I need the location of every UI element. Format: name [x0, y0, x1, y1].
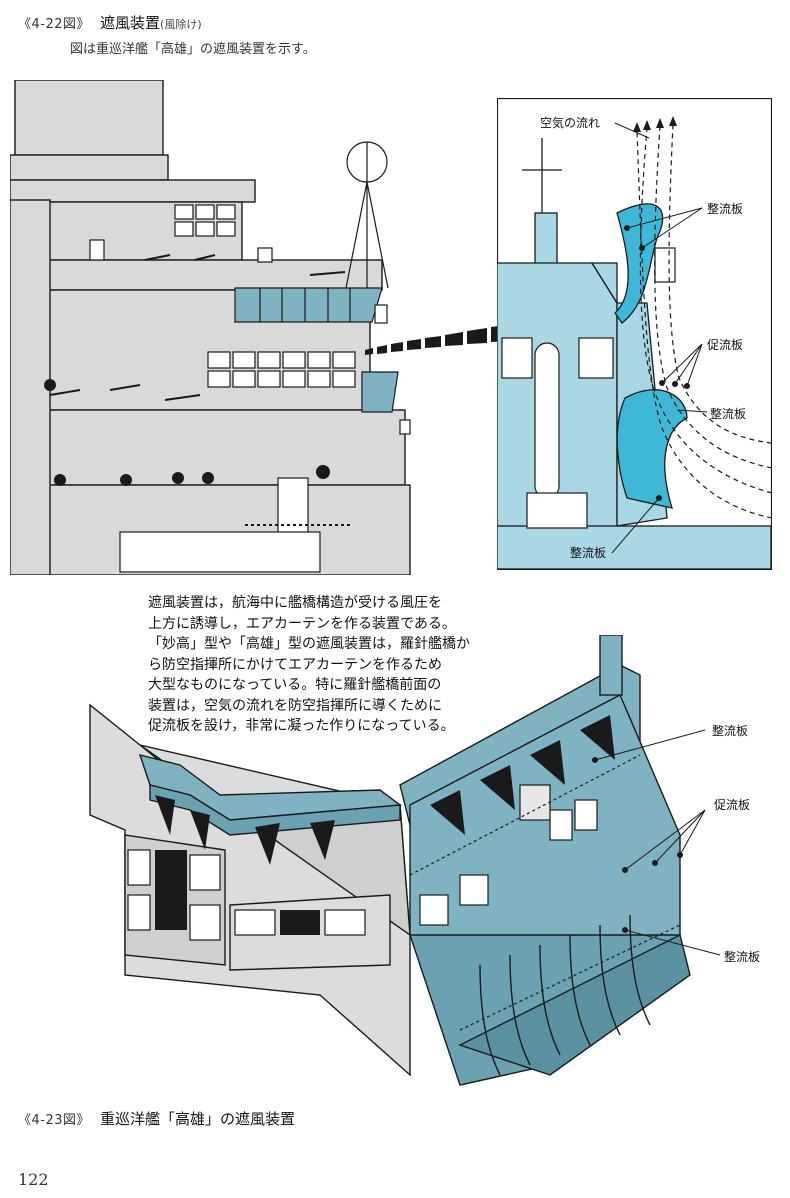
figure-caption-4-22: 《4-22図》 遮風装置 (風除け) [18, 12, 202, 33]
label-rectifier-bottom-lower: 整流板 [724, 950, 761, 964]
figure-number-2: 《4-23図》 [18, 1113, 91, 1128]
label-accelerator: 促流板 [707, 338, 744, 352]
body-paragraph: 遮風装置は，航海中に艦橋構造が受ける風圧を 上方に誘導し，エアカーテンを作る装置… [148, 595, 470, 734]
figure-number: 《4-22図》 [18, 17, 91, 32]
figure-title-note: (風除け) [160, 18, 202, 31]
figure-caption-4-23: 《4-23図》 重巡洋艦「高雄」の遮風装置 [18, 1108, 295, 1129]
figure-title: 遮風装置 [100, 14, 161, 32]
bridge-side-elevation [10, 80, 411, 575]
label-rectifier-lower: 整流板 [710, 407, 747, 421]
figure-title-2: 重巡洋艦「高雄」の遮風装置 [100, 1110, 296, 1128]
page-number: 122 [18, 1170, 49, 1189]
bridge-isometric-view [89, 635, 721, 1086]
label-air-flow: 空気の流れ [540, 116, 601, 130]
label-rectifier-top: 整流板 [712, 724, 749, 738]
label-accelerator-lower: 促流板 [714, 798, 751, 812]
figure-subtitle: 図は重巡洋艦「高雄」の遮風装置を示す。 [70, 42, 316, 57]
label-rectifier-bottom: 整流板 [570, 546, 607, 560]
inset-detail-diagram [497, 98, 772, 570]
label-rectifier-upper: 整流板 [707, 202, 744, 216]
